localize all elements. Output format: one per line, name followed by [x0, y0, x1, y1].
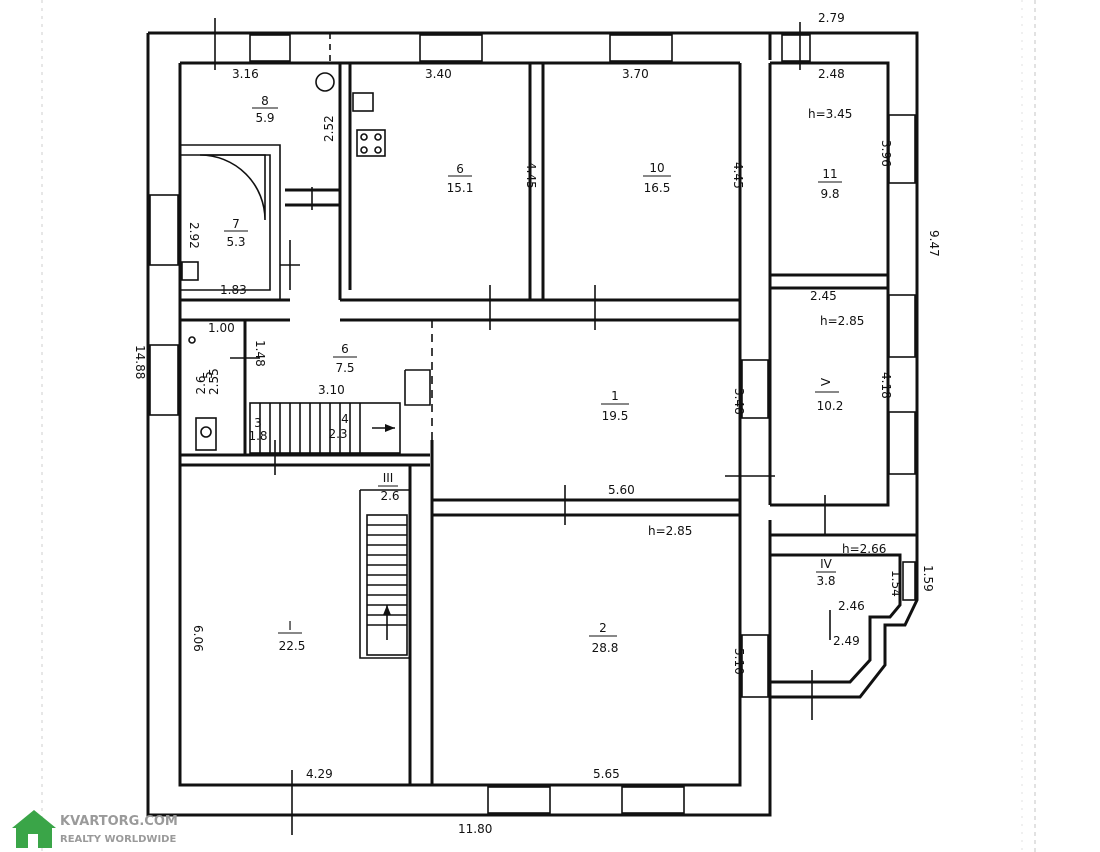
room-1-number: 1	[611, 389, 619, 403]
room-labels: 8 5.9 7 5.3 9 15.1 10 16.5 11 9.8 6 7.5 …	[194, 94, 843, 655]
room-3-area: 1.8	[248, 429, 267, 443]
room-9-area: 15.1	[447, 181, 474, 195]
stairs-lower	[366, 514, 408, 656]
dim-2-46: 2.46	[838, 599, 865, 613]
room-3-number: 3	[254, 416, 262, 430]
dim-5-65: 5.65	[593, 767, 620, 781]
room-7-number: 7	[232, 217, 240, 231]
room-8-area: 5.9	[255, 111, 274, 125]
dim-1-59: 1.59	[921, 565, 935, 592]
dim-2-52: 2.52	[322, 115, 336, 142]
room-4-number: 4	[341, 412, 349, 426]
room-V-number: V	[819, 377, 833, 386]
outer-walls	[146, 31, 919, 817]
sink-icon	[352, 92, 374, 112]
room-IV-number: IV	[820, 557, 833, 571]
dim-5-60: 5.60	[608, 483, 635, 497]
room-I-area: 22.5	[279, 639, 306, 653]
dim-1-48: 1.48	[253, 340, 267, 367]
dim-11-80: 11.80	[458, 822, 492, 836]
dim-3-48: 3.48	[732, 388, 746, 415]
dim-5-10: 5.10	[732, 648, 746, 675]
room-11-area: 9.8	[820, 187, 839, 201]
dim-1-00: 1.00	[208, 321, 235, 335]
dim-2-45: 2.45	[810, 289, 837, 303]
dim-4-45b: 4.45	[731, 162, 745, 189]
house-icon	[12, 810, 56, 848]
windows	[149, 34, 916, 814]
dim-3-10: 3.10	[318, 383, 345, 397]
height-room-2: h=2.85	[648, 524, 692, 538]
room-2-area: 28.8	[592, 641, 619, 655]
room-6-number: 6	[341, 342, 349, 356]
logo-line-1: KVARTORG.COM	[60, 814, 178, 829]
room-V-area: 10.2	[817, 399, 844, 413]
boiler-icon	[315, 72, 335, 92]
dimension-labels: 3.16 3.40 3.70 2.79 2.48 2.52 4.45 4.45 …	[133, 11, 941, 836]
dim-4-18: 4.18	[879, 372, 893, 399]
room-4-area: 2.3	[328, 427, 347, 441]
dim-14-88: 14.88	[133, 345, 147, 379]
room-III-number: III	[383, 471, 394, 485]
dim-3-70: 3.70	[622, 67, 649, 81]
height-room-11: h=3.45	[808, 107, 852, 121]
door-marks	[214, 18, 831, 835]
room-IV-area: 3.8	[816, 574, 835, 588]
room-5-number: 5	[201, 371, 215, 379]
room-9-number: 9	[456, 161, 464, 175]
dim-2-48: 2.48	[818, 67, 845, 81]
dim-2-79: 2.79	[818, 11, 845, 25]
room-1-area: 19.5	[602, 409, 629, 423]
dim-4-45a: 4.45	[524, 162, 538, 189]
room-III-area: 2.6	[380, 489, 399, 503]
stove-icon	[356, 129, 386, 157]
dim-3-40: 3.40	[425, 67, 452, 81]
logo-line-2: REALTY WORLDWIDE	[60, 834, 176, 845]
height-room-IV: h=2.66	[842, 542, 886, 556]
dim-9-47: 9.47	[927, 230, 941, 257]
kvartorg-logo: KVARTORG.COM REALTY WORLDWIDE	[12, 810, 178, 848]
dim-3-16: 3.16	[232, 67, 259, 81]
room-2-number: 2	[599, 621, 607, 635]
room-7-area: 5.3	[226, 235, 245, 249]
dim-2-55: 2.55	[207, 368, 221, 395]
dim-1-83: 1.83	[220, 283, 247, 297]
stairs-upper	[249, 402, 401, 454]
dim-2-49: 2.49	[833, 634, 860, 648]
toilet-icon	[195, 417, 217, 451]
room-I-number: I	[288, 619, 292, 633]
dim-2-92: 2.92	[187, 222, 201, 249]
room-8-number: 8	[261, 94, 269, 108]
dim-6-06: 6.06	[191, 625, 205, 652]
height-room-V: h=2.85	[820, 314, 864, 328]
room-5-area: 2.6	[194, 375, 208, 394]
dim-1-54: 1.54	[889, 570, 903, 597]
fixtures	[181, 72, 386, 451]
dim-4-29: 4.29	[306, 767, 333, 781]
room-10-area: 16.5	[644, 181, 671, 195]
shower-icon	[199, 154, 266, 221]
dim-3-96: 3.96	[879, 140, 893, 167]
room-6-area: 7.5	[335, 361, 354, 375]
ceiling-heights: h=3.45 h=2.85 h=2.85 h=2.66	[648, 107, 886, 556]
room-10-number: 10	[649, 161, 664, 175]
interior-walls	[180, 33, 888, 785]
room-11-number: 11	[822, 167, 837, 181]
washbasin-icon	[181, 261, 199, 281]
